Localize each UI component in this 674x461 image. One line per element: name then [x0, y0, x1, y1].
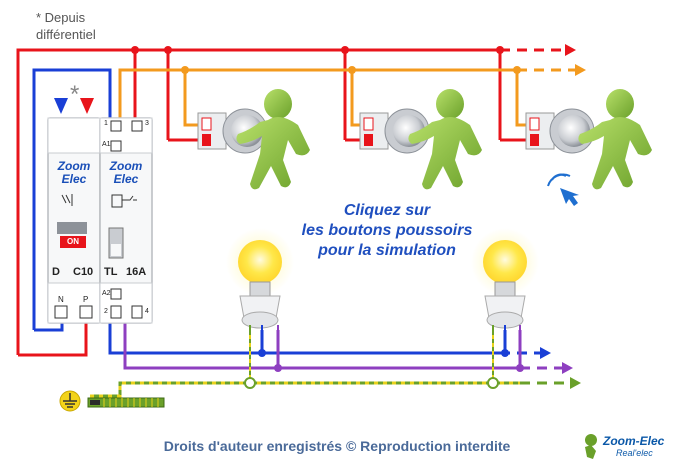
breaker-on-label: ON [67, 237, 79, 246]
phase-wire [16, 48, 565, 357]
earth-symbol-icon [59, 390, 81, 412]
junction-dots [131, 46, 524, 389]
click-hand-icon[interactable] [547, 173, 579, 206]
brand-name: Zoom-Elec [603, 434, 665, 448]
control-wire [118, 68, 575, 127]
relay-terminal-a2: A2 [102, 290, 111, 297]
relay-terminal-2: 2 [104, 308, 108, 315]
lamp-2 [471, 228, 539, 335]
relay-brand-1: Zoom [109, 159, 143, 173]
neutral-arrow-icon [54, 98, 68, 114]
relay-terminal-a1: A1 [102, 141, 111, 148]
lamp-icon [238, 240, 282, 284]
breaker-brand-1: Zoom [57, 159, 91, 173]
green-figure-3 [578, 89, 652, 190]
breaker-rating: C10 [73, 266, 94, 278]
green-figure-1 [236, 89, 310, 190]
breaker-brand: Zoom Elec [48, 160, 100, 186]
earth-bar [87, 397, 165, 408]
circuit-breaker [47, 117, 101, 324]
return-wire [123, 312, 562, 370]
impulse-relay [99, 117, 153, 324]
instruction-line-1: Cliquez sur [343, 202, 431, 219]
brand-tagline: Real'elec [616, 448, 653, 458]
relay-rating: 16A [126, 266, 147, 278]
breaker-terminal-n: N [58, 295, 64, 304]
relay-terminal-3: 3 [145, 120, 149, 127]
breaker-brand-2: Elec [61, 172, 87, 186]
source-note: * Depuis différentiel [36, 9, 96, 43]
relay-terminal-4: 4 [145, 308, 149, 315]
relay-brand: Zoom Elec [100, 160, 152, 186]
earth-wire [90, 335, 570, 398]
copyright-text: Droits d'auteur enregistrés © Reproducti… [163, 438, 511, 454]
breaker-terminal-p: P [83, 295, 89, 304]
relay-type: TL [104, 266, 118, 278]
phase-arrow-icon [80, 98, 94, 114]
brand-logo [585, 434, 597, 459]
lamp-icon [483, 240, 527, 284]
instruction-line-3: pour la simulation [318, 242, 456, 259]
lamp-1 [226, 228, 294, 335]
instruction-text: Cliquez sur les boutons poussoirs pour l… [262, 201, 512, 261]
instruction-line-2: les boutons poussoirs [301, 222, 473, 239]
push-button-3[interactable] [525, 108, 595, 154]
breaker-type: D [52, 266, 60, 278]
asterisk-mark: * [70, 81, 79, 108]
relay-terminal-1: 1 [104, 120, 108, 127]
green-figure-2 [408, 89, 482, 190]
note-line-2: différentiel [36, 27, 96, 42]
relay-brand-2: Elec [113, 172, 139, 186]
note-line-1: * Depuis [36, 10, 86, 25]
